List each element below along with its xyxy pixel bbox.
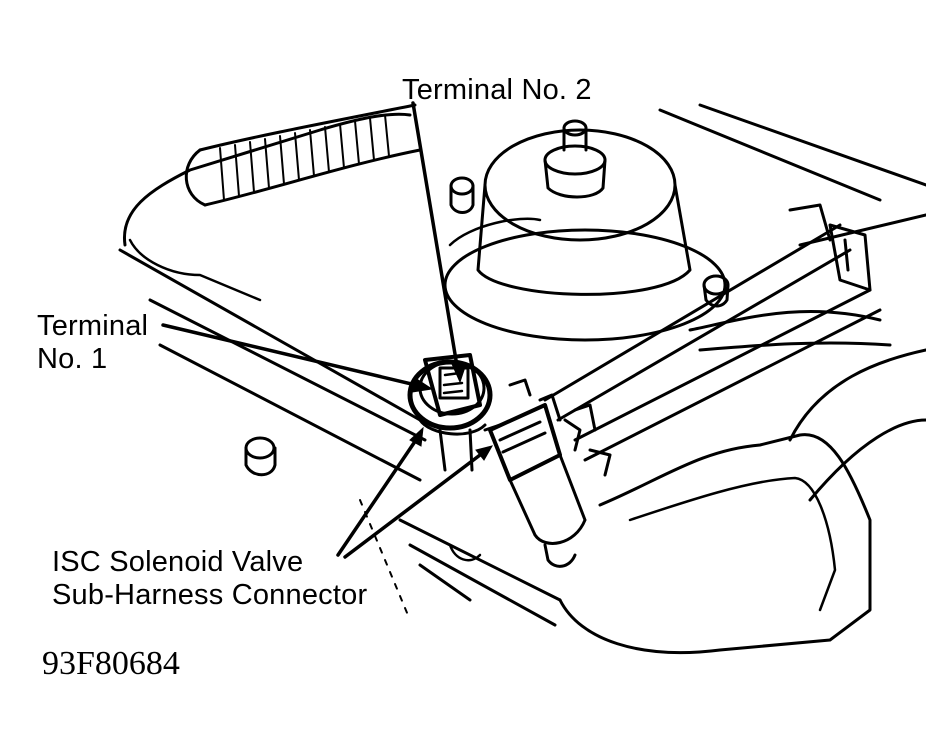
strut-knob: [562, 119, 588, 137]
lower-dashed-line: [359, 499, 411, 621]
lower-tube: [398, 518, 562, 627]
strut-flange: [448, 217, 542, 247]
label-terminal-no-2: Terminal No. 2: [402, 74, 592, 106]
bolt-right: [702, 274, 730, 308]
strut-body: [476, 183, 692, 296]
lower-frame-inner: [628, 476, 837, 612]
rail-lower: [788, 203, 926, 247]
bolt-top: [449, 176, 475, 214]
fender-outline: [122, 112, 412, 247]
bolt-left: [244, 436, 277, 477]
fender-panel: [128, 238, 262, 302]
hose-end: [184, 148, 207, 207]
sub-harness-connector: [488, 393, 612, 568]
rail-upper: [658, 103, 926, 202]
fender-lower: [118, 248, 427, 482]
rod-lower: [573, 288, 882, 462]
connector-stub: [483, 378, 532, 432]
arrowhead-subharness: [475, 445, 494, 461]
cable-bundle: [688, 309, 892, 352]
arrowhead-isc: [409, 426, 424, 447]
arrowhead-terminal2: [451, 363, 467, 384]
label-isc-solenoid-valve: ISC Solenoid Valve: [52, 546, 304, 578]
label-terminal-no-1-line1: Terminal: [37, 310, 149, 342]
figure-id: 93F80684: [42, 645, 180, 682]
strut-cap-top: [543, 144, 607, 176]
strut-base: [443, 228, 727, 342]
lower-clip: [448, 543, 482, 562]
arrowhead-terminal1: [411, 377, 434, 393]
hose-outline: [198, 103, 422, 207]
right-edge: [788, 348, 926, 502]
strut-cap-side: [543, 158, 607, 199]
label-sub-harness-connector: Sub-Harness Connector: [52, 579, 368, 611]
leader-lines: [161, 101, 494, 559]
hose-ribs: [219, 114, 390, 201]
rod-main: [543, 223, 852, 422]
label-terminal-no-1-line2: No. 1: [37, 343, 108, 375]
